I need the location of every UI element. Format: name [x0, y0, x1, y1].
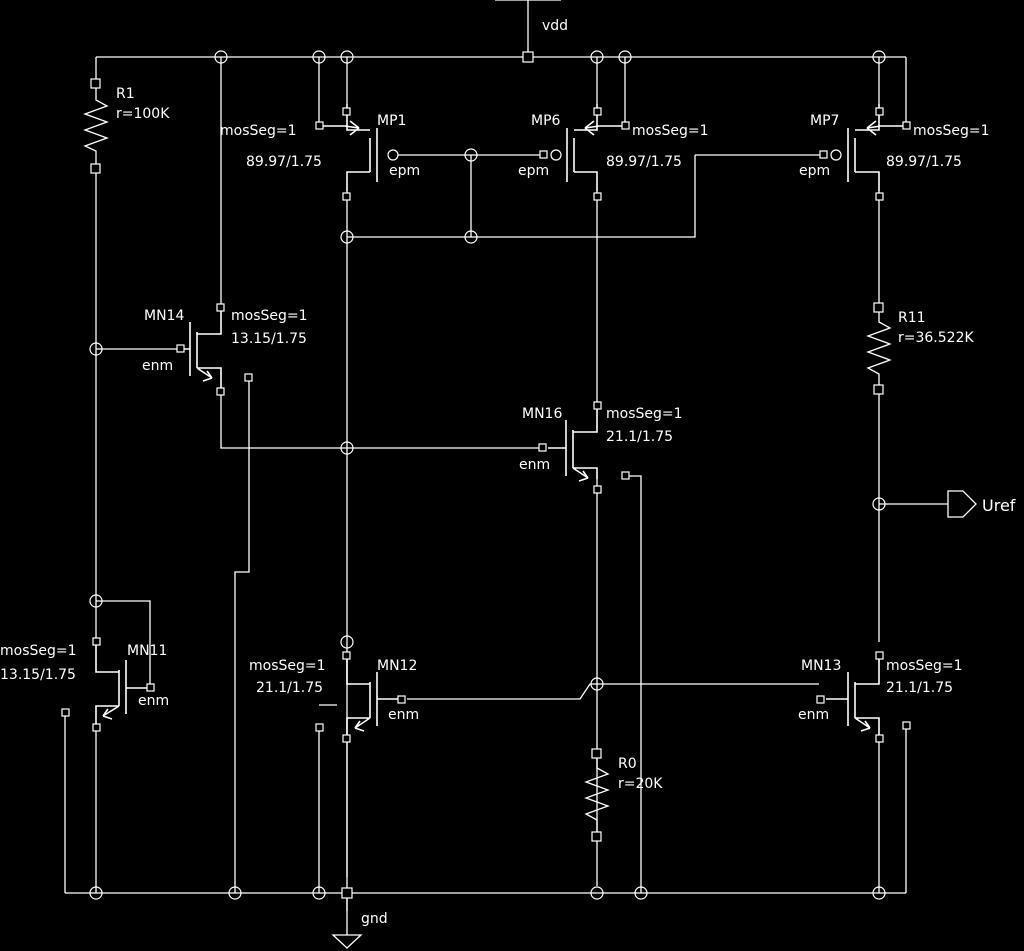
- mn12-size: 21.1/1.75: [256, 680, 323, 696]
- mn16-name: MN16: [522, 406, 562, 422]
- mn11-gate-net: enm: [138, 693, 169, 709]
- mn14-gate-net: enm: [142, 358, 173, 374]
- mn12-gate-net: enm: [388, 707, 419, 723]
- mn13-size: 21.1/1.75: [886, 680, 953, 696]
- mp6-gate-net: epm: [518, 163, 549, 179]
- r1-name: R1: [116, 86, 135, 102]
- mp6-transistor: [539, 104, 630, 201]
- supply-pin: [522, 51, 534, 63]
- mp7-transistor: [695, 104, 911, 201]
- ground-pin: [341, 887, 353, 899]
- r11-value: r=36.522K: [898, 330, 974, 346]
- mn12-param: mosSeg=1: [249, 658, 326, 674]
- mp1-gate-net: epm: [389, 163, 420, 179]
- mn12-name: MN12: [377, 658, 417, 674]
- mn14-size: 13.15/1.75: [231, 331, 307, 347]
- mn14-name: MN14: [144, 308, 184, 324]
- r1-value: r=100K: [116, 106, 170, 122]
- mn13-transistor: [816, 651, 911, 743]
- mn13-param: mosSeg=1: [886, 658, 963, 674]
- mn14-param: mosSeg=1: [231, 308, 308, 324]
- r0-value: r=20K: [618, 776, 663, 792]
- mp1-param: mosSeg=1: [220, 123, 297, 139]
- mp7-name: MP7: [810, 113, 839, 129]
- mn16-gate-net: enm: [519, 457, 550, 473]
- supply-label: vdd: [542, 18, 568, 34]
- mp1-name: MP1: [377, 113, 406, 129]
- mp6-param: mosSeg=1: [632, 123, 709, 139]
- mn13-name: MN13: [801, 658, 841, 674]
- r11-resistor: [866, 302, 892, 395]
- mn16-param: mosSeg=1: [606, 406, 683, 422]
- output-port-label: Uref: [982, 496, 1016, 515]
- mn11-name: MN11: [127, 643, 167, 659]
- r0-resistor: [584, 748, 610, 842]
- wires: [64, 0, 948, 949]
- mn11-transistor: [61, 637, 155, 732]
- r1-resistor: [83, 78, 109, 174]
- mn14-transistor: [176, 303, 253, 396]
- mp6-name: MP6: [531, 113, 561, 129]
- output-port-symbol: [947, 490, 977, 518]
- mn16-transistor: [538, 401, 630, 494]
- mp6-size: 89.97/1.75: [606, 154, 682, 170]
- mn12-transistor: [315, 651, 406, 743]
- r11-name: R11: [898, 310, 926, 326]
- mp7-param: mosSeg=1: [913, 123, 990, 139]
- mn13-gate-net: enm: [798, 707, 829, 723]
- mp1-transistor: [315, 104, 399, 201]
- ground-label: gnd: [361, 911, 388, 927]
- r0-name: R0: [618, 756, 637, 772]
- mp1-size: 89.97/1.75: [246, 154, 322, 170]
- mn16-size: 21.1/1.75: [606, 429, 673, 445]
- junction-nodes: [89, 50, 886, 900]
- mp7-gate-net: epm: [799, 163, 830, 179]
- mp7-size: 89.97/1.75: [886, 154, 962, 170]
- mn11-size: 13.15/1.75: [0, 667, 76, 683]
- mn11-param: mosSeg=1: [0, 643, 77, 659]
